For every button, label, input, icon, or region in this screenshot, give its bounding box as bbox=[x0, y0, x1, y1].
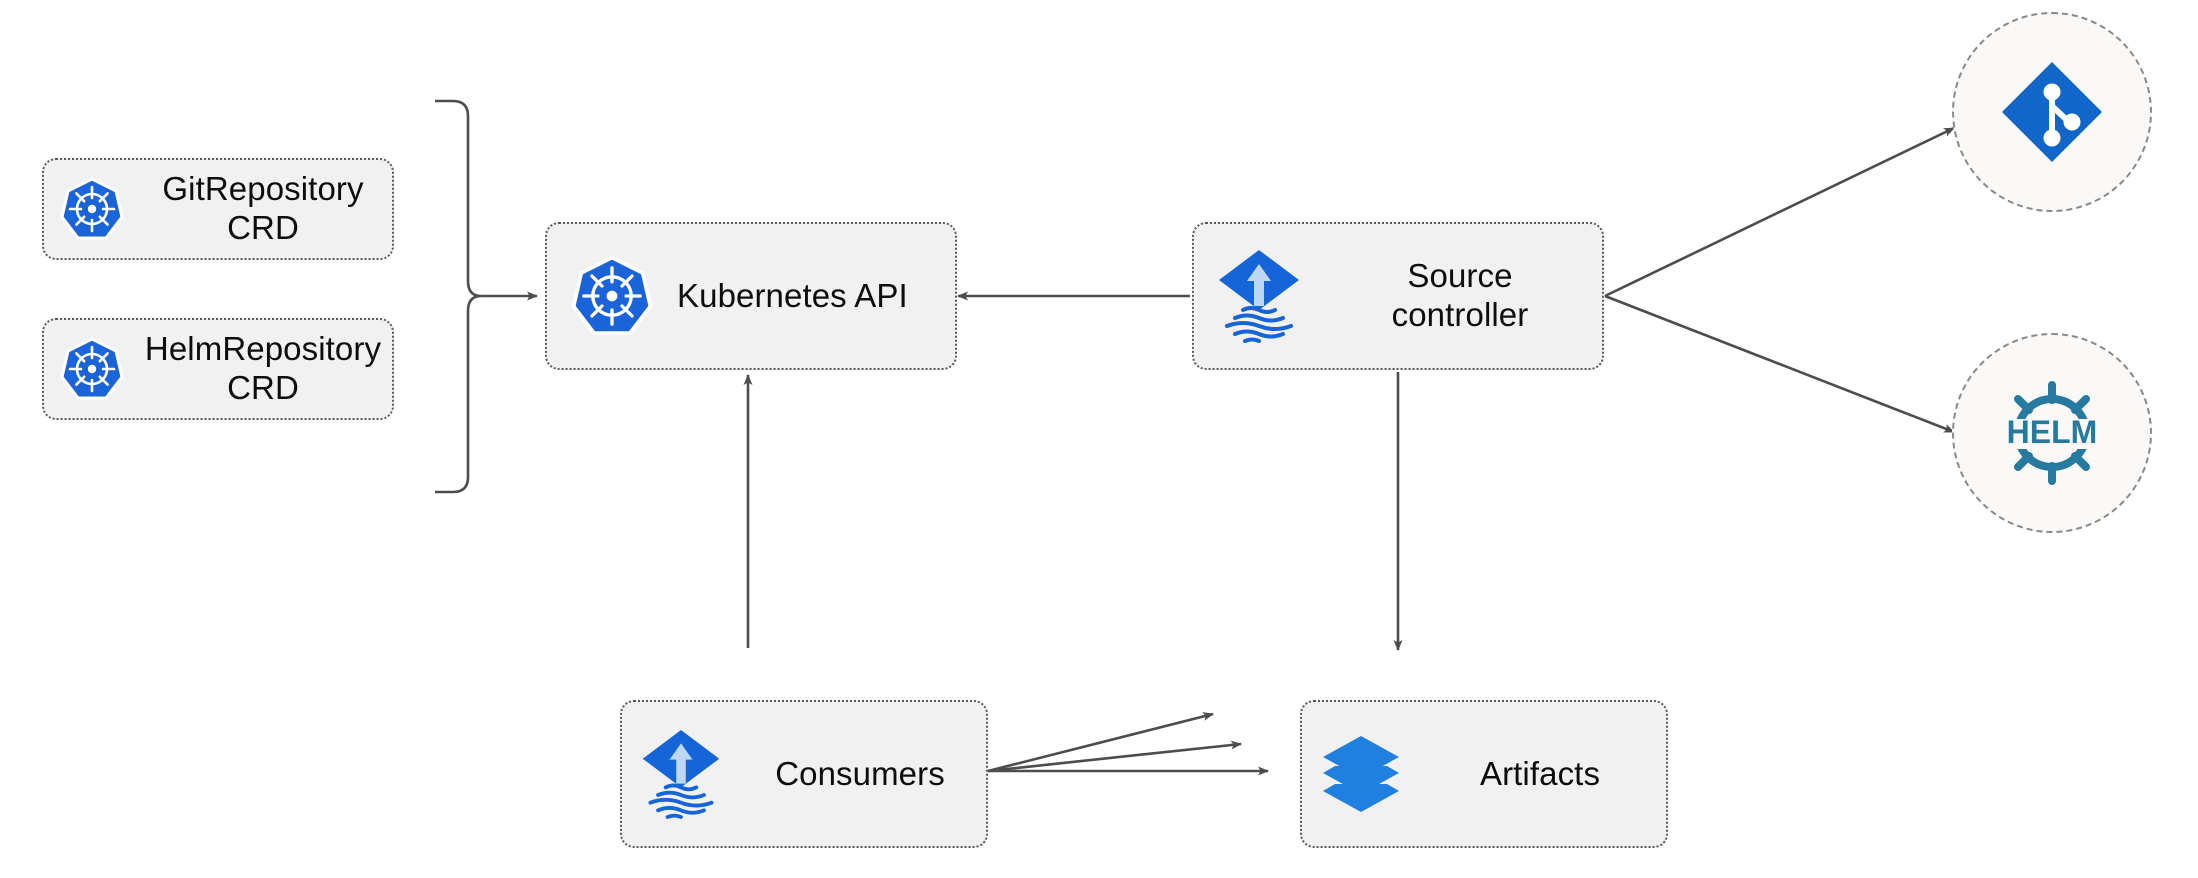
node-label: Source controller bbox=[1391, 257, 1529, 333]
helm-wordmark: HELM bbox=[2007, 414, 2098, 450]
edge-source-controller-to-helm bbox=[1604, 294, 1955, 434]
flux-icon bbox=[1194, 222, 1324, 370]
edge-consumers-to-artifacts-1 bbox=[987, 712, 1214, 773]
node-label: GitRepository CRD bbox=[162, 170, 364, 246]
git-icon bbox=[1996, 56, 2108, 168]
node-helm-repository-crd[interactable]: HelmRepository CRD bbox=[42, 318, 394, 420]
helm-icon: HELM bbox=[1988, 369, 2116, 497]
node-source-controller[interactable]: Source controller bbox=[1192, 222, 1604, 370]
kubernetes-icon bbox=[44, 318, 140, 420]
artifacts-stack-front[interactable]: Artifacts bbox=[1300, 700, 1668, 848]
edge-consumers-to-artifacts-2 bbox=[987, 740, 1242, 773]
node-git-repository-crd[interactable]: GitRepository CRD bbox=[42, 158, 394, 260]
node-label: Consumers bbox=[775, 754, 945, 792]
node-label: HelmRepository CRD bbox=[144, 330, 382, 406]
consumers-stack-front[interactable]: Consumers bbox=[620, 700, 988, 848]
node-label: Artifacts bbox=[1479, 754, 1601, 792]
node-git-provider[interactable] bbox=[1952, 12, 2152, 212]
node-consumers[interactable]: Consumers bbox=[568, 648, 988, 848]
node-label: Kubernetes API bbox=[677, 276, 908, 314]
layers-icon bbox=[1302, 700, 1420, 848]
edge-source-controller-to-git bbox=[1604, 126, 1955, 298]
node-artifacts[interactable]: Artifacts bbox=[1248, 648, 1668, 848]
node-kubernetes-api[interactable]: Kubernetes API bbox=[545, 222, 957, 370]
node-helm-provider[interactable]: HELM bbox=[1952, 333, 2152, 533]
flux-icon bbox=[622, 700, 740, 848]
kubernetes-icon bbox=[547, 222, 677, 370]
kubernetes-icon bbox=[44, 158, 140, 260]
crd-bracket bbox=[435, 99, 482, 494]
